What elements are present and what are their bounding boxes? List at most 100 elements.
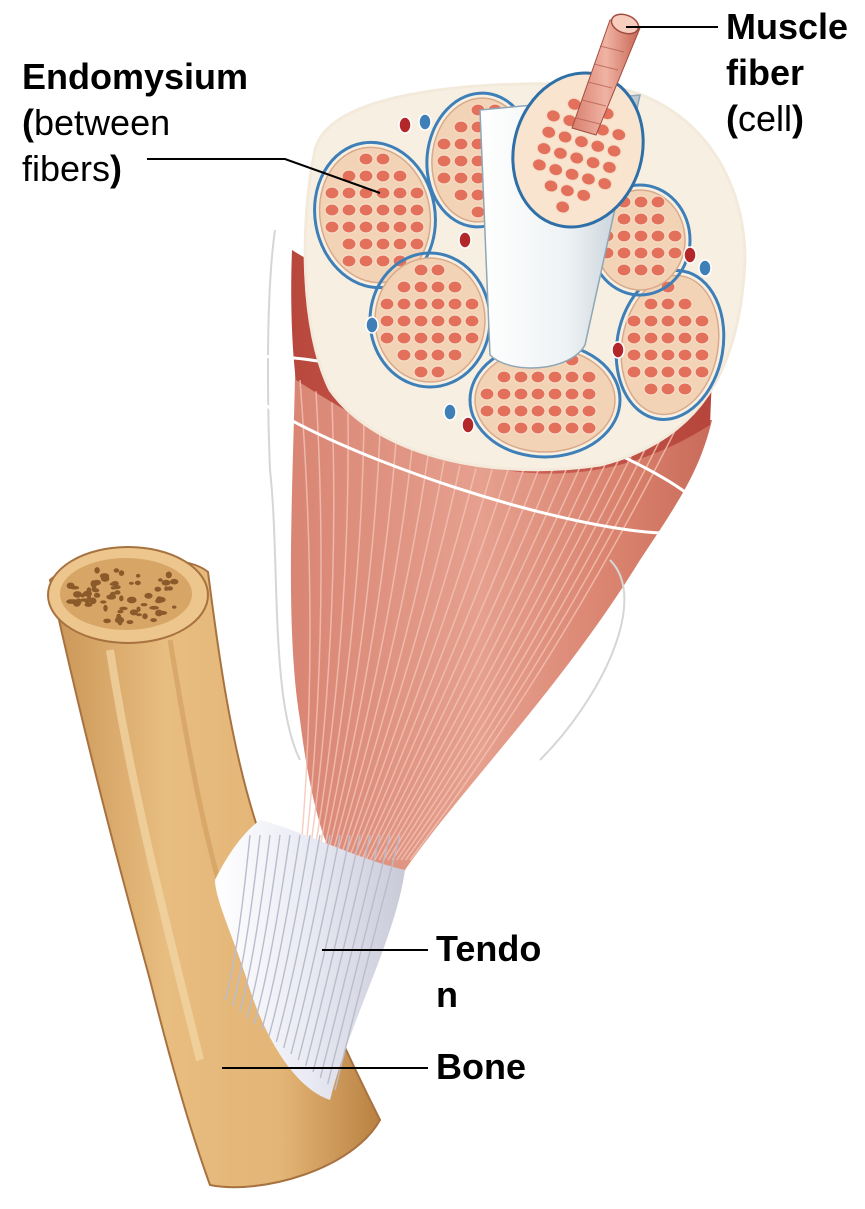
fiber-cell (414, 315, 428, 327)
fiber-cell (393, 221, 407, 233)
fiber-cell (393, 204, 407, 216)
blood-vessel (444, 404, 456, 420)
fiber-cell (651, 230, 665, 242)
fiber-cell (397, 315, 411, 327)
marrow-pore (142, 613, 147, 619)
blood-vessel (459, 232, 471, 248)
fiber-cell (465, 298, 479, 310)
fiber-cell (514, 371, 528, 383)
marrow-pore (83, 591, 92, 597)
fiber-cell (397, 298, 411, 310)
fiber-cell (325, 204, 339, 216)
blood-vessel (612, 342, 624, 358)
fascicle (370, 253, 490, 387)
fiber-cell (414, 349, 428, 361)
fiber-cell (644, 332, 658, 344)
fiber-cell (661, 315, 675, 327)
fiber-cell (617, 247, 631, 259)
fiber-cell (359, 221, 373, 233)
fiber-cell (410, 221, 424, 233)
marrow-pore (80, 598, 89, 601)
fiber-cell (661, 298, 675, 310)
muscle-fiber-word-cell: cell (738, 98, 792, 139)
fiber-cell (497, 388, 511, 400)
tendon-label: Tendo n (436, 926, 541, 1018)
fiber-cell (651, 213, 665, 225)
fiber-cell (342, 255, 356, 267)
fiber-cell (431, 264, 445, 276)
marrow-pore (136, 574, 141, 578)
blood-vessel (684, 247, 696, 263)
fiber-cell (359, 170, 373, 182)
fiber-cell (397, 332, 411, 344)
marrow-pore (144, 593, 152, 599)
fiber-cell (634, 230, 648, 242)
fiber-cell (414, 281, 428, 293)
fiber-cell (582, 371, 596, 383)
blood-vessel (366, 317, 378, 333)
muscle-fiber-close-paren: ) (792, 98, 804, 139)
fiber-cell (668, 247, 682, 259)
marrow-pore (110, 582, 118, 586)
fiber-cell (414, 264, 428, 276)
blood-vessel (419, 114, 431, 130)
marrow-pore (170, 579, 178, 585)
fiber-cell (437, 172, 451, 184)
fiber-cell (410, 187, 424, 199)
fiber-cell (531, 422, 545, 434)
bone-label: Bone (436, 1044, 526, 1090)
fiber-cell (548, 405, 562, 417)
marrow-pore (126, 620, 133, 624)
fiber-cell (397, 349, 411, 361)
fiber-cell (431, 366, 445, 378)
fiber-cell (644, 366, 658, 378)
fiber-cell (325, 187, 339, 199)
fiber-cell (678, 349, 692, 361)
fiber-cell (465, 332, 479, 344)
endomysium-open-paren: ( (22, 102, 34, 143)
fiber-cell (471, 206, 485, 218)
fiber-cell (437, 138, 451, 150)
fiber-cell (480, 405, 494, 417)
fiber-cell (448, 298, 462, 310)
marrow-pore (119, 570, 124, 576)
tendon-title-1: Tendo (436, 928, 541, 969)
marrow-pore (111, 586, 117, 589)
fiber-cell (644, 298, 658, 310)
fiber-cell (678, 315, 692, 327)
fiber-cell (617, 213, 631, 225)
marrow-pore (119, 595, 123, 601)
fiber-cell (695, 366, 709, 378)
fiber-cell (661, 349, 675, 361)
marrow-pore (156, 596, 163, 603)
fiber-cell (465, 315, 479, 327)
fiber-cell (342, 238, 356, 250)
fiber-cell (342, 221, 356, 233)
marrow-pore (66, 599, 75, 604)
fiber-cell (393, 238, 407, 250)
fiber-cell (565, 388, 579, 400)
marrow-pore (103, 605, 107, 612)
fiber-cell (582, 388, 596, 400)
fiber-cell (582, 405, 596, 417)
fiber-cell (454, 121, 468, 133)
marrow-pore (94, 593, 100, 598)
fiber-cell (431, 298, 445, 310)
fiber-cell (548, 422, 562, 434)
fiber-cell (448, 332, 462, 344)
marrow-pore (136, 613, 142, 616)
fiber-cell (548, 388, 562, 400)
marrow-pore (141, 603, 148, 606)
fiber-cell (644, 315, 658, 327)
fiber-cell (325, 221, 339, 233)
fiber-cell (565, 405, 579, 417)
muscle-fiber-label: Muscle fiber (cell) (726, 4, 848, 142)
muscle-fiber-open-paren: ( (726, 98, 738, 139)
fiber-cell (448, 315, 462, 327)
fiber-cell (376, 238, 390, 250)
fiber-cell (531, 405, 545, 417)
endomysium-label: Endomysium (between fibers) (22, 54, 248, 192)
marrow-pore (117, 610, 123, 614)
fiber-cell (431, 349, 445, 361)
